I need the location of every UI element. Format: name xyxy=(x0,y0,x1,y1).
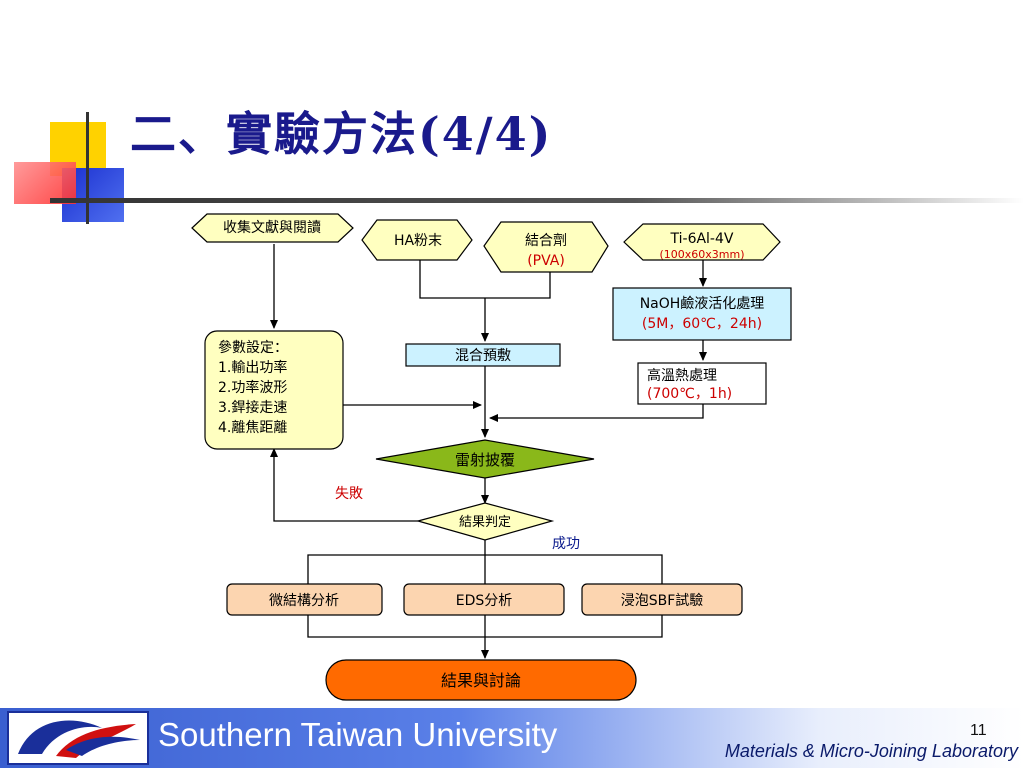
binder-sub-label: (PVA) xyxy=(527,253,565,269)
judgement-label: 結果判定 xyxy=(459,515,511,530)
discussion-label: 結果與討論 xyxy=(441,671,521,690)
university-logo xyxy=(7,711,149,765)
laser-cladding-label: 雷射披覆 xyxy=(455,451,515,469)
fail-label: 失敗 xyxy=(335,486,363,502)
microstructure-label: 微結構分析 xyxy=(269,593,339,609)
binder-label: 結合劑 xyxy=(525,232,567,249)
page-number: 11 xyxy=(970,722,987,739)
heat-treatment-box xyxy=(637,362,767,405)
parameters-title: 參數設定： xyxy=(218,340,288,356)
deco-vertical-line xyxy=(86,112,89,224)
literature-hexagon xyxy=(191,213,354,243)
premix-label: 混合預敷 xyxy=(455,348,511,364)
parameter-item-1: 1.輸出功率 xyxy=(218,359,287,376)
eds-label: EDS分析 xyxy=(456,593,513,609)
parameter-item-3: 3.銲接走速 xyxy=(218,399,287,416)
discussion-terminal xyxy=(325,659,637,701)
success-label: 成功 xyxy=(552,536,580,552)
sbf-box xyxy=(581,583,743,616)
premix-box xyxy=(405,343,561,367)
naoh-treatment-sub-label: (5M，60℃，24h) xyxy=(642,316,762,332)
connector-lines xyxy=(270,244,707,659)
substrate-sub-label: (100x60x3mm) xyxy=(659,248,744,261)
binder-hexagon xyxy=(483,221,609,273)
footer-banner xyxy=(0,708,1024,768)
footer-university: Southern Taiwan University xyxy=(158,716,558,753)
judgement-diamond xyxy=(415,502,555,541)
eds-box xyxy=(403,583,565,616)
heat-treatment-label: 高溫熱處理 xyxy=(647,367,717,384)
footer-lab: Materials & Micro-Joining Laboratory xyxy=(724,741,1018,761)
ha-powder-hexagon xyxy=(361,219,473,261)
literature-label: 收集文獻與閱讀 xyxy=(223,219,321,236)
naoh-treatment-box xyxy=(612,287,792,341)
title-rule xyxy=(50,198,1024,203)
laser-cladding-diamond xyxy=(375,439,595,479)
naoh-treatment-label: NaOH鹼液活化處理 xyxy=(640,295,765,312)
parameters-box xyxy=(204,330,344,450)
deco-red-square xyxy=(14,162,76,204)
sbf-label: 浸泡SBF試驗 xyxy=(621,593,704,609)
ha-powder-label: HA粉末 xyxy=(394,233,442,249)
parameter-item-2: 2.功率波形 xyxy=(218,379,287,396)
parameter-item-4: 4.離焦距離 xyxy=(218,419,287,436)
slide-title: 二、實驗方法(4/4) xyxy=(130,107,553,161)
microstructure-box xyxy=(226,583,383,616)
substrate-label: Ti-6Al-4V xyxy=(670,231,734,247)
substrate-hexagon xyxy=(623,223,781,261)
heat-treatment-sub-label: (700℃，1h) xyxy=(647,386,732,402)
flowchart: 收集文獻與閱讀 HA粉末 結合劑 (PVA) Ti-6Al-4V (100x60… xyxy=(191,213,792,701)
